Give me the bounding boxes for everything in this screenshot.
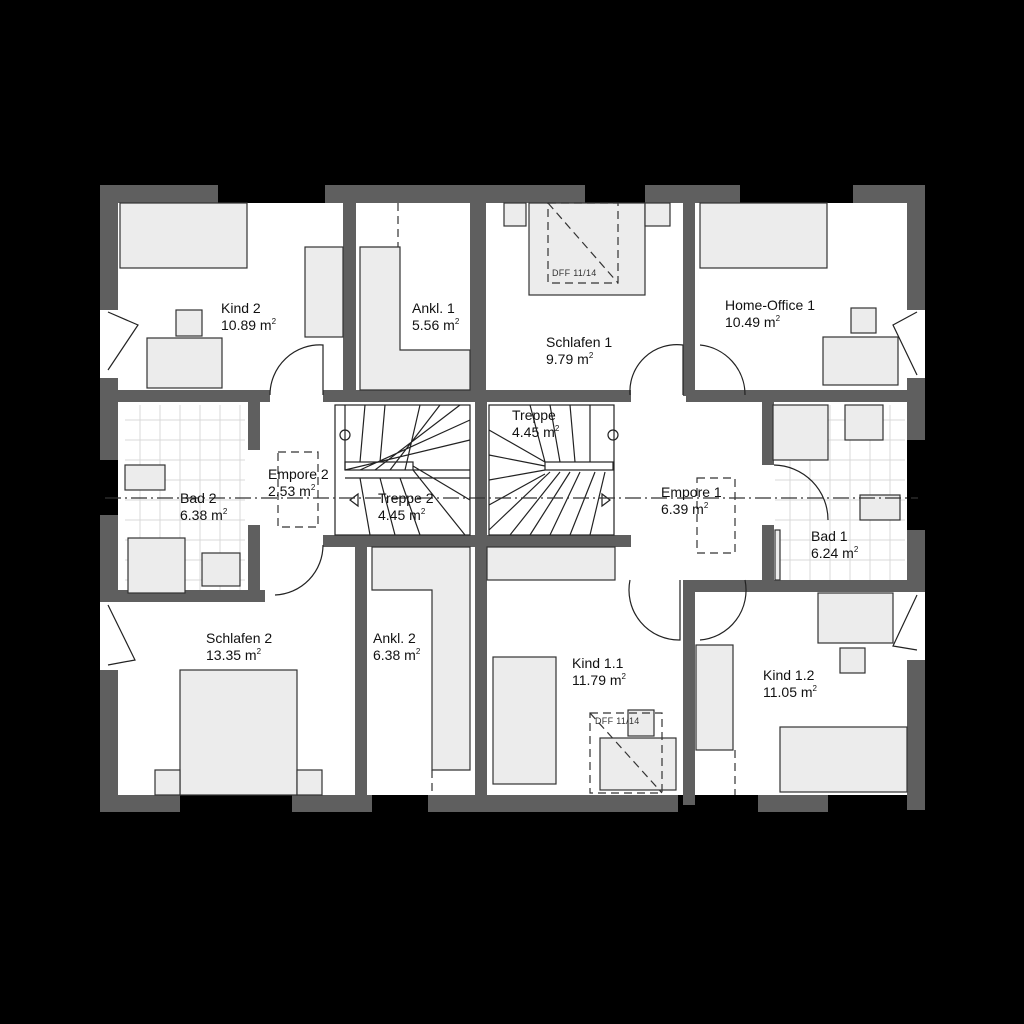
room-area: 10.89 m2 (221, 317, 277, 333)
skylight-label: DFF 11/14 (595, 716, 640, 726)
room-name: Bad 2 (180, 490, 217, 506)
doors (107, 311, 918, 666)
room-name: Treppe (512, 407, 556, 423)
room-name: Empore 1 (661, 484, 722, 500)
room-name: Kind 2 (221, 300, 261, 316)
room-area: 11.79 m2 (572, 672, 626, 688)
room-name: Kind 1.2 (763, 667, 815, 683)
stairs (334, 404, 619, 536)
room-area: 6.24 m2 (811, 545, 859, 561)
windows (100, 185, 925, 812)
room-name: Schlafen 1 (546, 334, 613, 350)
room-area: 9.79 m2 (546, 351, 594, 367)
balcony-doors (100, 310, 925, 670)
furniture (119, 202, 908, 796)
room-area: 13.35 m2 (206, 647, 262, 663)
room-area: 5.56 m2 (412, 317, 460, 333)
room-area: 6.38 m2 (373, 647, 421, 663)
room-name: Empore 2 (268, 466, 329, 482)
room-area: 6.39 m2 (661, 501, 709, 517)
room-name: Home-Office 1 (725, 297, 815, 313)
room-name: Bad 1 (811, 528, 848, 544)
room-area: 4.45 m2 (512, 424, 560, 440)
room-name: Ankl. 1 (412, 300, 455, 316)
room-area: 11.05 m2 (763, 684, 817, 700)
room-area: 6.38 m2 (180, 507, 228, 523)
room-area: 2.53 m2 (268, 483, 316, 499)
dashed-lines (105, 202, 918, 795)
room-name: Ankl. 2 (373, 630, 416, 646)
room-name: Schlafen 2 (206, 630, 273, 646)
room-area: 4.45 m2 (378, 507, 426, 523)
room-area: 10.49 m2 (725, 314, 781, 330)
interior-walls (105, 185, 911, 805)
skylight-label: DFF 11/14 (552, 268, 597, 278)
room-name: Kind 1.1 (572, 655, 624, 671)
room-name: Treppe 2 (378, 490, 434, 506)
